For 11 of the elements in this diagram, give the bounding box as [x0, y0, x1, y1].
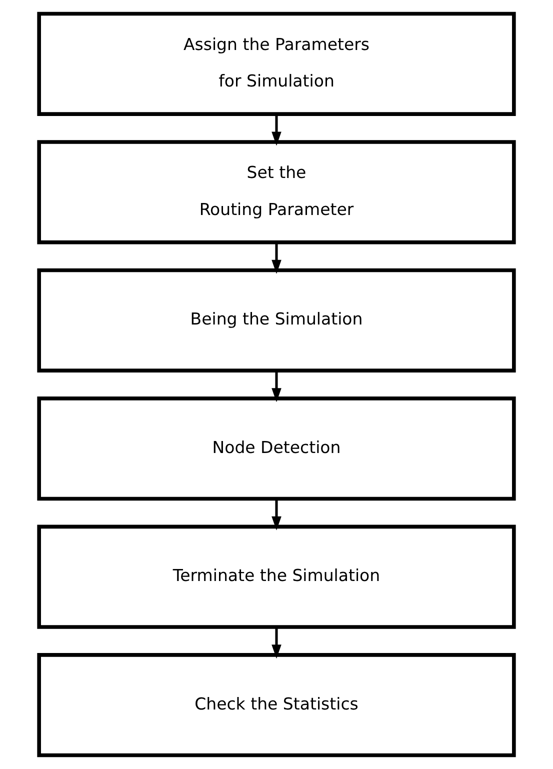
arrow [272, 242, 282, 274]
node-box: Set the Routing Parameter [37, 140, 516, 244]
arrow [272, 498, 282, 530]
arrow [272, 627, 282, 659]
arrow [272, 114, 282, 146]
node-box: Check the Statistics [37, 653, 516, 758]
node-box: Assign the Parameters for Simulation [37, 12, 516, 116]
node-box: Node Detection [37, 396, 516, 501]
node-box: Terminate the Simulation [37, 524, 516, 629]
node-box: Being the Simulation [37, 268, 516, 372]
arrow [272, 370, 282, 402]
